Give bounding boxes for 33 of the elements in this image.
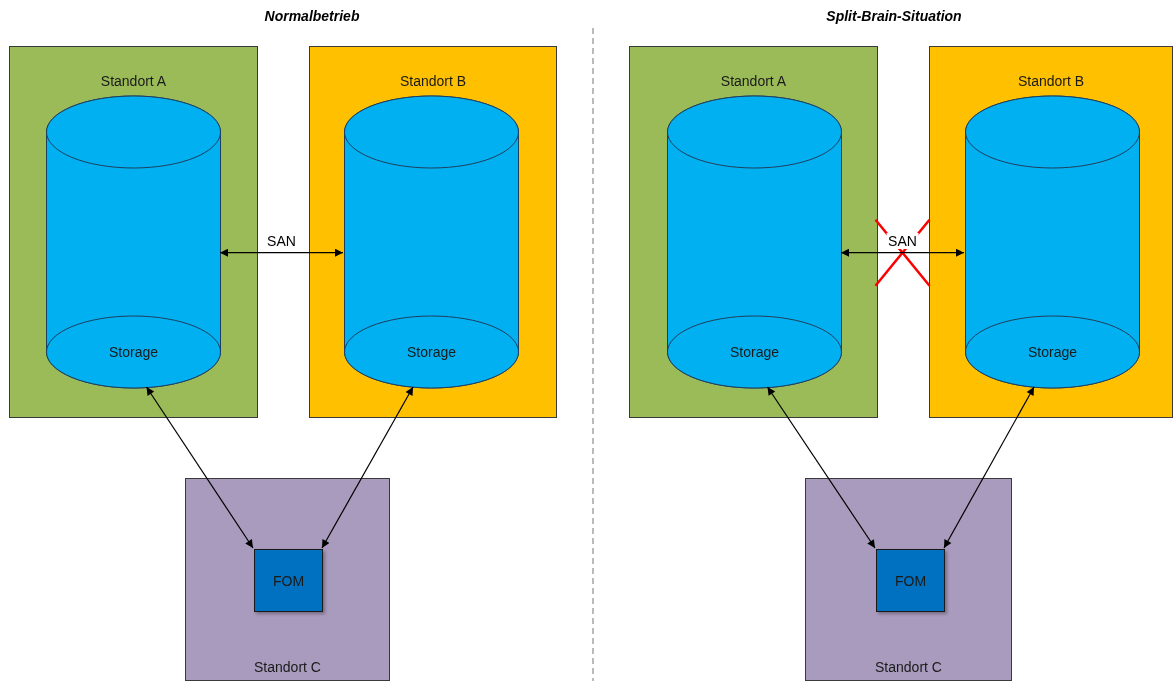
edge-label: SAN — [886, 232, 919, 249]
arrow — [840, 248, 965, 257]
storage-cylinder — [344, 96, 519, 388]
arrow — [219, 248, 344, 257]
fom-label: FOM — [271, 573, 306, 589]
arrow — [321, 386, 414, 549]
section-title: Split-Brain-Situation — [825, 8, 963, 24]
site-box — [185, 478, 390, 681]
site-box — [309, 46, 557, 418]
site-box — [805, 478, 1012, 681]
site-label: Standort A — [99, 73, 168, 89]
arrow — [943, 386, 1035, 549]
section-title: Normalbetrieb — [263, 8, 361, 24]
fom-box — [876, 549, 945, 612]
storage-cylinder — [667, 96, 842, 388]
storage-label: Storage — [107, 344, 159, 360]
arrow — [766, 386, 876, 549]
site-box — [929, 46, 1173, 418]
site-label: Standort B — [1016, 73, 1086, 89]
site-label: Standort C — [874, 659, 943, 675]
storage-label: Storage — [405, 344, 457, 360]
fom-label: FOM — [893, 573, 928, 589]
site-label: Standort B — [398, 73, 468, 89]
site-label: Standort A — [719, 73, 788, 89]
arrow — [145, 386, 254, 549]
site-label: Standort C — [253, 659, 322, 675]
site-box — [629, 46, 878, 418]
storage-cylinder — [46, 96, 221, 388]
site-box — [9, 46, 258, 418]
fom-box — [254, 549, 323, 612]
storage-label: Storage — [728, 344, 780, 360]
storage-cylinder — [965, 96, 1140, 388]
storage-label: Storage — [1026, 344, 1078, 360]
